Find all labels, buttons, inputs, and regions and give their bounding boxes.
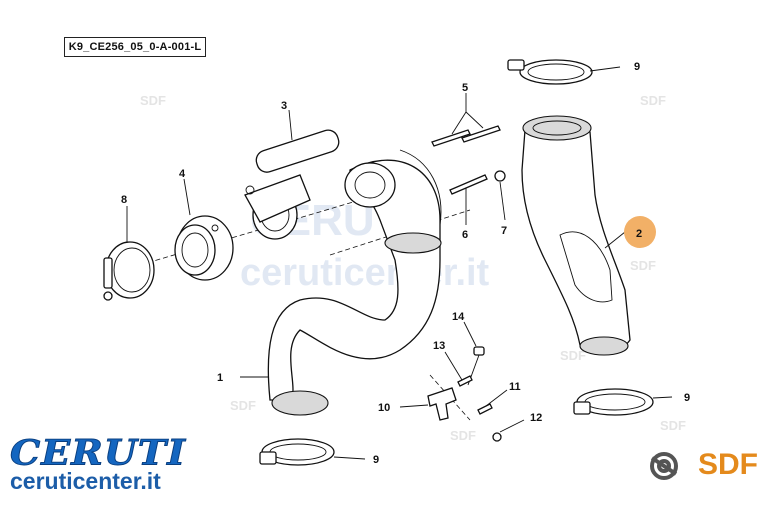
watermark-sdf-2: SDF — [640, 93, 666, 108]
part-3-actuator-valve — [244, 129, 340, 240]
callout-2: 2 — [636, 228, 642, 240]
part-6-stud — [449, 174, 488, 195]
part-4-adapter-ring — [174, 215, 234, 281]
part-9-clamp-bottom — [259, 438, 335, 466]
callout-2-highlight — [624, 216, 656, 248]
part-7-nut — [494, 170, 506, 182]
sdf-logo: SDF — [698, 448, 758, 481]
callout-12: 12 — [530, 412, 542, 424]
part-5-bolts — [431, 125, 501, 147]
watermark-sdf-1: SDF — [140, 93, 166, 108]
callout-7: 7 — [501, 225, 507, 237]
callout-9-bottom: 9 — [373, 454, 379, 466]
part-12-nut — [492, 432, 502, 442]
watermark-sdf-5: SDF — [560, 348, 586, 363]
part-9-clamp-right — [573, 388, 654, 416]
part-1-lower-pipe — [267, 149, 442, 416]
part-10-bracket — [427, 387, 457, 421]
diagram-reference-code: K9_CE256_05_0-A-001-L — [64, 37, 206, 57]
sdf-logo-mark — [650, 452, 678, 480]
assembly-axis-lower — [429, 374, 471, 421]
watermark-sdf-6: SDF — [660, 418, 686, 433]
ceruti-logo: CERUTI — [10, 432, 186, 473]
callout-10: 10 — [378, 402, 390, 414]
part-11-washer — [477, 403, 493, 415]
callout-9-right: 9 — [684, 392, 690, 404]
leader-lines — [126, 66, 673, 460]
watermark-sdf-4: SDF — [630, 258, 656, 273]
watermark-url: ceruticenter.it — [240, 252, 490, 294]
callout-6: 6 — [462, 229, 468, 241]
assembly-axis-left — [139, 199, 361, 266]
callout-8: 8 — [121, 194, 127, 206]
part-2-upper-pipe — [521, 115, 631, 356]
callout-3: 3 — [281, 100, 287, 112]
callout-14: 14 — [452, 311, 465, 323]
callout-13: 13 — [433, 340, 445, 352]
callout-4: 4 — [179, 168, 186, 180]
callout-9-top: 9 — [634, 61, 640, 73]
callout-5: 5 — [462, 82, 468, 94]
callout-1: 1 — [217, 372, 223, 384]
watermark-sdf-7: SDF — [230, 398, 256, 413]
watermark-sdf-8: SDF — [450, 428, 476, 443]
callout-11: 11 — [509, 381, 521, 393]
part-13-washer — [457, 375, 473, 387]
ceruti-url: ceruticenter.it — [10, 468, 161, 494]
callout-labels: 3 4 8 5 6 7 9 2 1 9 9 10 11 12 13 14 — [121, 61, 690, 466]
part-9-clamp-top — [507, 59, 593, 85]
part-8-clamp — [103, 241, 155, 301]
